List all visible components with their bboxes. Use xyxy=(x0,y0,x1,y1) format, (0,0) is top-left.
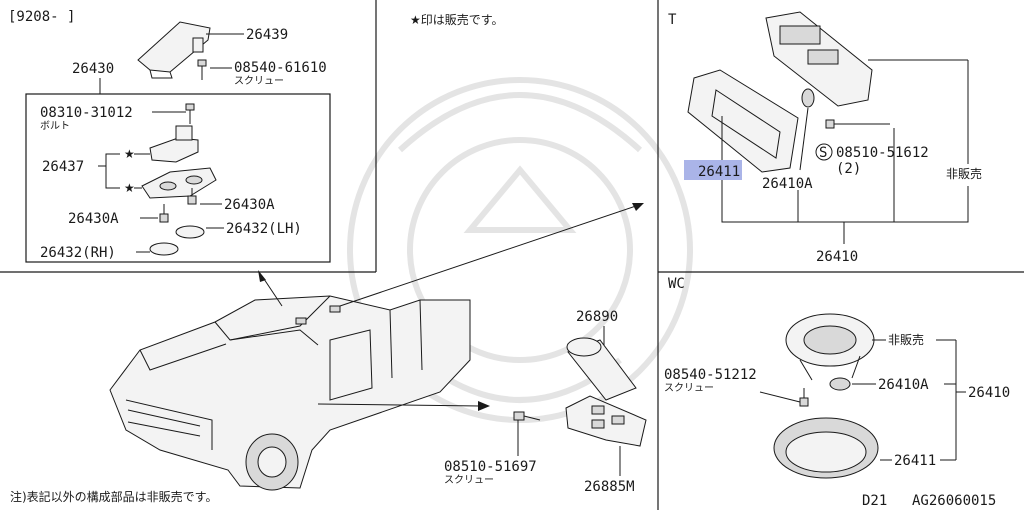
label-26411-highlighted[interactable]: 26411 xyxy=(698,164,740,180)
label-not-sold-top: 非販売 xyxy=(946,166,982,181)
model-code: D21 xyxy=(862,493,887,509)
highlight-26411[interactable] xyxy=(684,160,742,180)
bracket-part-26439 xyxy=(137,21,211,79)
label-26885M: 26885M xyxy=(584,479,635,495)
label-screw-wc-jp: スクリュー xyxy=(664,382,714,394)
label-26437: 26437 xyxy=(42,159,84,175)
label-screw-bottom-jp: スクリュー xyxy=(444,474,494,486)
lens-26432-rh xyxy=(149,242,179,256)
lens-26411 xyxy=(687,69,799,173)
housing-part-lower xyxy=(141,167,217,199)
label-26890: 26890 xyxy=(576,309,618,325)
label-26410A-bottom: 26410A xyxy=(878,377,929,393)
label-26439: 26439 xyxy=(246,27,288,43)
label-26430A-right: 26430A xyxy=(224,197,275,213)
label-08310-31012: 08310-31012 xyxy=(40,105,133,121)
round-lens-26411 xyxy=(773,417,879,479)
label-08510-51612: 08510-51612 xyxy=(836,145,929,161)
screw-08540-51212 xyxy=(799,388,809,407)
s-mark-icon xyxy=(815,143,833,161)
pointer-arrows xyxy=(258,203,644,411)
round-housing-26410 xyxy=(785,313,875,381)
label-08540-51212: 08540-51212 xyxy=(664,367,757,383)
label-08540-61610: 08540-61610 xyxy=(234,60,327,76)
label-26410-bottom: 26410 xyxy=(968,385,1010,401)
screw-08510-51612 xyxy=(825,119,890,129)
label-26410-top: 26410 xyxy=(816,249,858,265)
footer-note: 注)表記以外の構成部品は非販売です。 xyxy=(10,489,217,504)
bulb-26410A-wc xyxy=(829,377,851,391)
pickup-truck-illustration xyxy=(109,295,471,491)
label-26430A-left: 26430A xyxy=(68,211,119,227)
lamp-26885M xyxy=(565,395,647,447)
label-26432-rh: 26432(RH) xyxy=(40,245,116,261)
star-note: ★印は販売です。 xyxy=(410,12,504,27)
cover-26890 xyxy=(566,337,637,401)
label-bolt-jp: ボルト xyxy=(40,120,70,132)
label-26410A-top: 26410A xyxy=(762,176,813,192)
housing-part-upper xyxy=(149,125,199,163)
label-26411-bottom: 26411 xyxy=(894,453,936,469)
date-code: [9208- ] xyxy=(8,9,75,25)
star-mark-1: ★ xyxy=(124,147,135,161)
label-screw-qty: (2) xyxy=(836,161,861,177)
label-26432-lh: 26432(LH) xyxy=(226,221,302,237)
label-not-sold-bottom: 非販売 xyxy=(888,332,924,347)
label-08510-51697: 08510-51697 xyxy=(444,459,537,475)
screw-08510-51697 xyxy=(513,411,541,421)
label-26430: 26430 xyxy=(72,61,114,77)
s-mark-letter: S xyxy=(819,145,827,161)
variant-label-WC: WC xyxy=(668,276,685,292)
bulb-socket-26410A xyxy=(799,88,815,171)
star-mark-2: ★ xyxy=(124,181,135,195)
label-screw-top-jp: スクリュー xyxy=(234,75,284,87)
variant-label-T: T xyxy=(668,12,677,28)
lamp-housing-26410 xyxy=(765,11,873,107)
diagram-id: AG26060015 xyxy=(912,493,996,509)
socket-26430A-right xyxy=(187,188,197,205)
lens-26432-lh xyxy=(175,225,205,239)
bolt-08310-31012 xyxy=(185,103,195,124)
screw-08540-61610 xyxy=(197,59,207,80)
socket-26430A-left xyxy=(159,204,169,223)
